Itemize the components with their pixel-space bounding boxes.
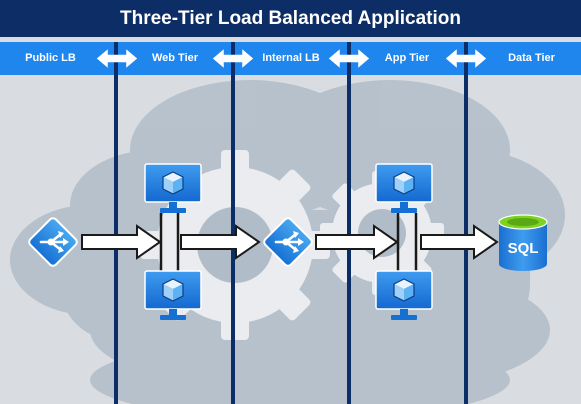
tier-label-web-tier: Web Tier bbox=[151, 52, 199, 64]
diagram-title: Three-Tier Load Balanced Application bbox=[119, 8, 461, 29]
web-tier-bracket bbox=[159, 213, 180, 271]
app-tier-bracket bbox=[396, 213, 418, 271]
tier-divider bbox=[231, 42, 235, 404]
tier-label-data-tier: Data Tier bbox=[508, 52, 555, 64]
flow-arrow bbox=[180, 224, 261, 260]
flow-arrow bbox=[81, 224, 162, 260]
sql-label: SQL bbox=[508, 240, 539, 257]
tier-divider bbox=[114, 42, 118, 404]
flow-arrow bbox=[315, 224, 399, 260]
flow-arrows bbox=[81, 224, 499, 260]
tier-dividers bbox=[114, 42, 468, 404]
title-bar bbox=[0, 0, 581, 37]
sql-database-icon: SQL bbox=[498, 214, 548, 271]
tier-label-public-lb: Public LB bbox=[25, 52, 76, 64]
tier-divider bbox=[464, 42, 468, 404]
tier-divider bbox=[347, 42, 351, 404]
flow-arrow bbox=[420, 224, 499, 260]
tier-label-app-tier: App Tier bbox=[384, 52, 430, 64]
tier-label-internal-lb: Internal LB bbox=[262, 52, 320, 64]
